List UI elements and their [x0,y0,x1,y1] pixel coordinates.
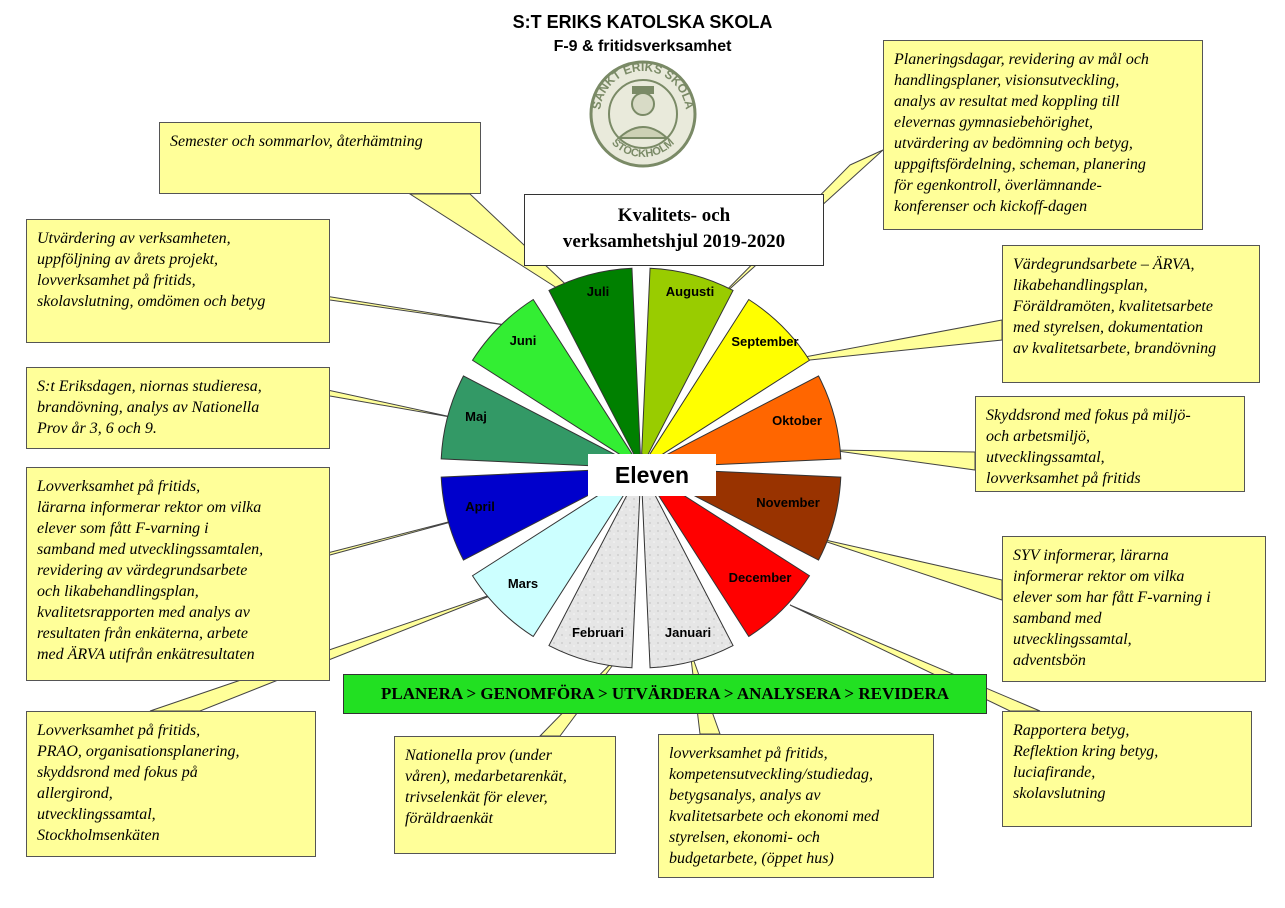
month-label-maj: Maj [465,409,487,424]
school-title: S:T ERIKS KATOLSKA SKOLA [512,12,773,32]
school-subtitle: F-9 & fritidsverksamhet [553,38,732,55]
wheel-segment-januari [641,479,734,669]
wheel-segment-maj [440,375,630,468]
note-augusti: Planeringsdagar, revidering av mål och h… [883,40,1203,230]
wheel-segment-augusti [641,267,734,457]
wheel-segment-september [647,298,811,462]
note-februari: Nationella prov (under våren), medarbeta… [394,736,616,854]
wheel-segment-oktober [652,375,842,468]
note-november: SYV informerar, lärarna informerar rekto… [1002,536,1266,682]
month-label-september: September [731,334,798,349]
month-label-december: December [729,570,792,585]
month-label-februari: Februari [572,625,624,640]
month-label-oktober: Oktober [772,413,822,428]
month-label-november: November [756,495,820,510]
note-september: Värdegrundsarbete – ÄRVA, likabehandling… [1002,245,1260,383]
month-label-juli: Juli [587,284,609,299]
wheel-segment-juni [471,298,635,462]
month-wheel: AugustiSeptemberOktoberNovemberDecemberJ… [440,267,842,669]
month-label-april: April [465,499,495,514]
pointer-oktober [829,449,976,471]
wheel-segment-juli [548,267,641,457]
month-label-juni: Juni [510,333,537,348]
note-april: Lovverksamhet på fritids, lärarna inform… [26,467,330,681]
wheel-segment-april [440,468,630,561]
month-label-januari: Januari [665,625,711,640]
note-januari: lovverksamhet på fritids, kompetensutvec… [658,734,934,878]
wheel-title: Kvalitets- och verksamhetshjul 2019-2020 [524,194,824,266]
note-juli: Semester och sommarlov, återhämtning [159,122,481,194]
wheel-segment-mars [471,474,635,638]
wheel-segment-februari [548,479,641,669]
note-mars: Lovverksamhet på fritids, PRAO, organisa… [26,711,316,857]
note-maj: S:t Eriksdagen, niornas studieresa, bran… [26,367,330,449]
note-december: Rapportera betyg, Reflektion kring betyg… [1002,711,1252,827]
pointer-november [811,536,1003,601]
month-label-augusti: Augusti [666,284,714,299]
process-cycle-bar: PLANERA > GENOMFÖRA > UTVÄRDERA > ANALYS… [343,674,987,714]
wheel-center-label: Eleven [588,454,716,496]
wheel-segment-december [647,474,811,638]
note-juni: Utvärdering av verksamheten, uppföljning… [26,219,330,343]
month-label-mars: Mars [508,576,538,591]
pointer-juni [299,291,513,327]
note-oktober: Skyddsrond med fokus på miljö- och arbet… [975,396,1245,492]
